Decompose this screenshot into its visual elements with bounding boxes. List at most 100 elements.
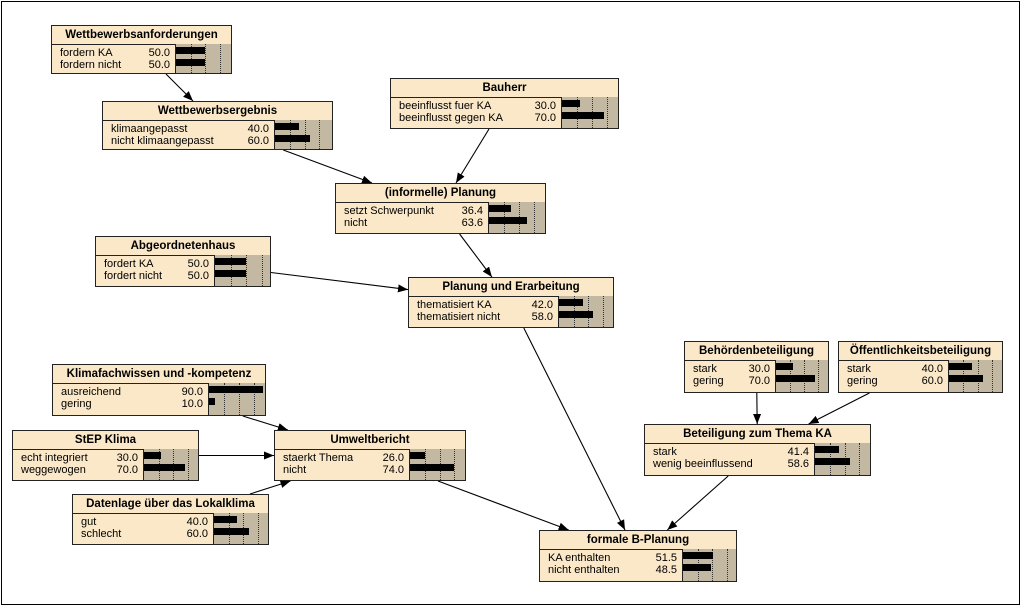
belief-bar <box>489 217 527 224</box>
state-label: thematisiert KA <box>417 299 492 311</box>
belief-bar <box>144 464 185 471</box>
state-value: 70.0 <box>116 464 138 476</box>
state-value: 26.0 <box>382 452 404 464</box>
state-label: nicht <box>283 464 307 476</box>
state-value: 70.0 <box>534 112 556 124</box>
belief-bar <box>489 205 511 212</box>
node-title: Klimafachwissen und -kompetenz <box>53 365 265 384</box>
node-title: Abgeordnetenhaus <box>96 237 270 256</box>
node-abgeordnetenhaus[interactable]: Abgeordnetenhaus fordert KA 50.0 fordert ni… <box>95 236 271 287</box>
state-value: 70.0 <box>748 375 770 387</box>
state-label: stark <box>847 363 871 375</box>
state-value: 10.0 <box>181 398 203 410</box>
state-row: gering 60.0 <box>839 375 1002 387</box>
belief-bar <box>275 135 310 142</box>
state-value: 58.6 <box>787 458 809 470</box>
belief-bar <box>176 47 205 54</box>
state-label: gering <box>61 398 92 410</box>
node-title: Wettbewerbsanforderungen <box>52 26 231 45</box>
state-value: 51.5 <box>655 552 677 564</box>
belief-bar-area <box>214 255 270 286</box>
scale-tick <box>205 44 206 73</box>
node-klimafachwissen[interactable]: Klimafachwissen und -kompetenz ausreichen… <box>52 364 266 416</box>
belief-bar <box>176 59 205 66</box>
belief-bar <box>209 386 263 393</box>
belief-bar <box>683 552 713 559</box>
state-value: 30.0 <box>116 452 138 464</box>
belief-bar-area <box>213 513 268 544</box>
belief-bar-area <box>814 443 870 475</box>
state-label: nicht klimaangepasst <box>111 135 214 147</box>
belief-bar <box>215 270 246 277</box>
state-value: 74.0 <box>382 464 404 476</box>
scale-tick <box>534 202 535 233</box>
belief-bar-area <box>175 44 231 73</box>
belief-bar-area <box>488 202 545 233</box>
state-value: 63.6 <box>461 217 483 229</box>
belief-bar <box>562 112 604 119</box>
state-value: 50.0 <box>187 258 209 270</box>
state-value: 40.0 <box>247 123 269 135</box>
belief-bar <box>815 458 850 465</box>
state-label: gut <box>81 516 97 528</box>
belief-bar <box>209 398 215 405</box>
state-label: stark <box>693 363 717 375</box>
belief-bar-area <box>409 449 465 480</box>
state-value: 58.0 <box>531 311 553 323</box>
belief-bar <box>562 100 580 107</box>
scale-tick <box>859 443 860 475</box>
scale-tick <box>603 296 604 327</box>
state-label: setzt Schwerpunkt <box>344 205 434 217</box>
scale-tick <box>305 120 306 149</box>
scale-tick <box>188 449 189 480</box>
node-title: Öffentlichkeitsbeteiligung <box>839 342 1002 361</box>
state-label: beeinflusst fuer KA <box>399 100 492 112</box>
state-value: 36.4 <box>461 205 483 217</box>
scale-tick <box>454 449 455 480</box>
state-value: 30.0 <box>534 100 556 112</box>
scale-tick <box>220 44 221 73</box>
state-value: 60.0 <box>186 528 208 540</box>
belief-bar <box>949 375 983 382</box>
state-label: thematisiert nicht <box>417 311 501 323</box>
state-label: fordert KA <box>104 258 154 270</box>
belief-bar-area <box>558 296 613 327</box>
state-label: ausreichend <box>61 386 121 398</box>
belief-bar <box>275 123 299 130</box>
state-label: gering <box>847 375 878 387</box>
state-row: nicht 74.0 <box>275 464 465 476</box>
state-value: 41.4 <box>787 446 809 458</box>
state-label: fordert nicht <box>104 270 163 282</box>
scale-tick <box>258 513 259 544</box>
scale-tick <box>290 120 291 149</box>
node-title: Behördenbeteiligung <box>685 342 828 361</box>
state-value: 60.0 <box>921 375 943 387</box>
scale-tick <box>191 44 192 73</box>
